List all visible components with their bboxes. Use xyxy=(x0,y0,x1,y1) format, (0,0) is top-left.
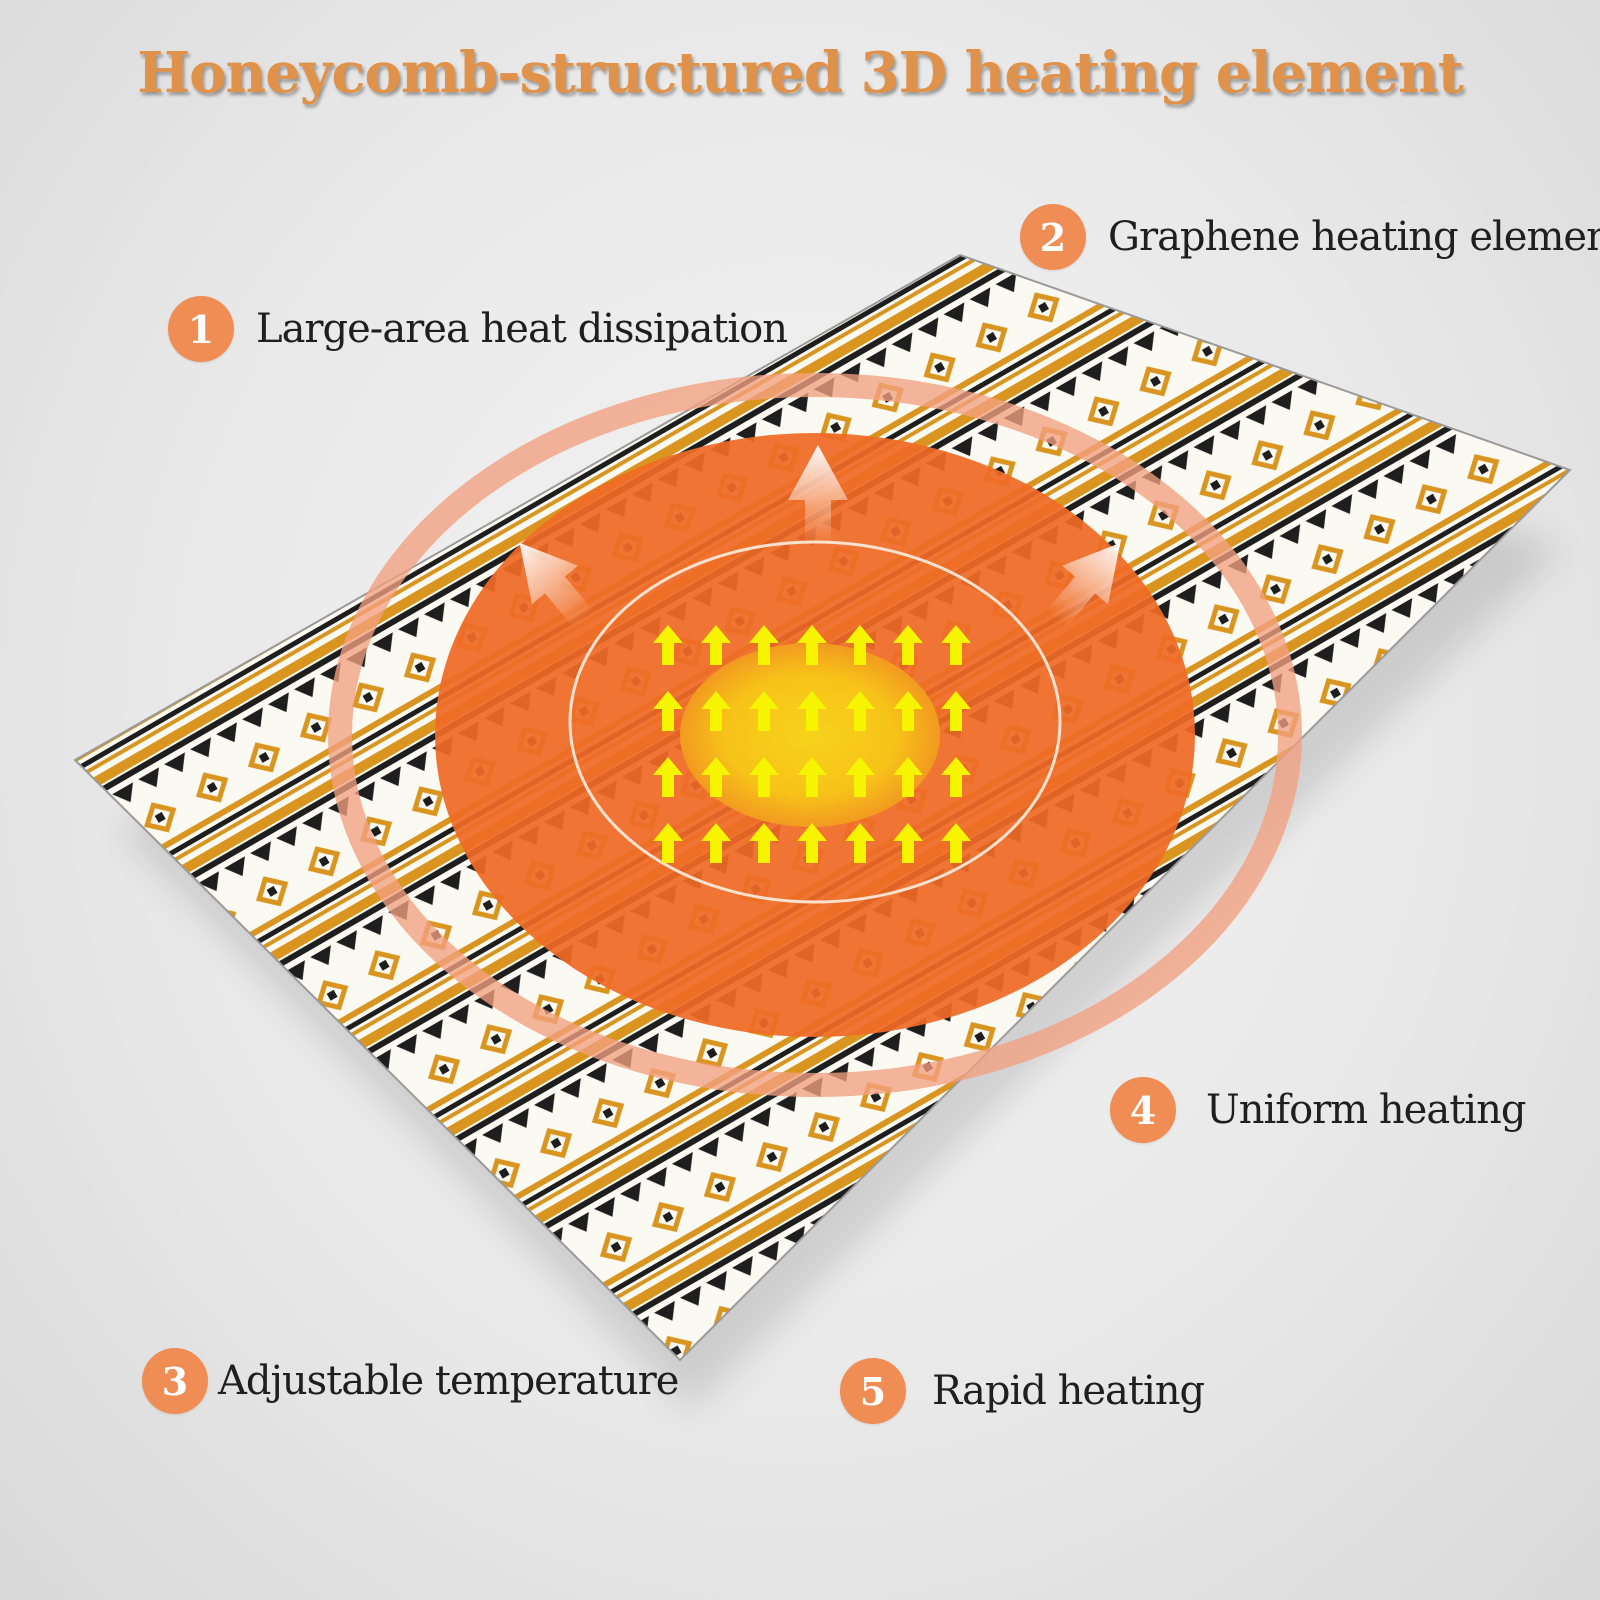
feature-label: Uniform heating xyxy=(1206,1087,1526,1133)
heat-arrow-up-icon xyxy=(941,625,971,665)
heat-arrow-up-icon xyxy=(893,757,923,797)
heat-arrow-up-icon xyxy=(701,823,731,863)
heat-arrow-up-icon xyxy=(893,625,923,665)
heat-arrow-up-icon xyxy=(845,691,875,731)
feature-1: 1 Large-area heat dissipation xyxy=(168,296,788,362)
heat-arrow-up-icon xyxy=(701,757,731,797)
feature-4: 4 Uniform heating xyxy=(1110,1077,1526,1143)
heat-arrow-up-icon xyxy=(845,625,875,665)
heat-arrow-up-icon xyxy=(653,691,683,731)
feature-5: 5 Rapid heating xyxy=(840,1358,1205,1424)
heat-arrow-up-icon xyxy=(749,691,779,731)
heat-arrow-up-icon xyxy=(701,691,731,731)
heat-arrow-up-icon xyxy=(845,757,875,797)
heat-arrow-up-icon xyxy=(797,823,827,863)
heat-arrow-up-icon xyxy=(749,823,779,863)
heat-arrow-up-icon xyxy=(941,757,971,797)
heat-arrow-grid xyxy=(653,625,971,863)
feature-label: Large-area heat dissipation xyxy=(256,306,788,352)
feature-number-badge: 5 xyxy=(840,1358,906,1424)
page-title: Honeycomb-structured 3D heating element xyxy=(137,40,1463,106)
feature-number-badge: 4 xyxy=(1110,1077,1176,1143)
feature-label: Rapid heating xyxy=(932,1368,1205,1414)
heat-zone-core xyxy=(680,643,940,827)
heat-arrow-up-icon xyxy=(941,823,971,863)
heat-arrow-up-icon xyxy=(749,625,779,665)
heat-arrow-up-icon xyxy=(701,625,731,665)
heat-arrow-up-icon xyxy=(797,691,827,731)
heat-arrow-up-icon xyxy=(893,691,923,731)
heat-arrow-up-icon xyxy=(653,625,683,665)
heat-arrow-up-icon xyxy=(653,823,683,863)
feature-2: 2 Graphene heating element xyxy=(1020,204,1600,270)
heat-arrow-up-icon xyxy=(797,625,827,665)
heat-arrow-up-icon xyxy=(749,757,779,797)
heat-arrow-up-icon xyxy=(941,691,971,731)
feature-number-badge: 2 xyxy=(1020,204,1086,270)
heat-arrow-up-icon xyxy=(653,757,683,797)
heat-arrow-up-icon xyxy=(797,757,827,797)
feature-number-badge: 1 xyxy=(168,296,234,362)
feature-3: 3 Adjustable temperature xyxy=(142,1348,679,1414)
heat-flow-arrows xyxy=(519,445,1121,628)
feature-label: Graphene heating element xyxy=(1108,214,1600,260)
heat-arrow-up-icon xyxy=(845,823,875,863)
heat-ring-swirl xyxy=(328,373,1302,1097)
heat-arrow-up-icon xyxy=(893,823,923,863)
feature-label: Adjustable temperature xyxy=(218,1358,679,1404)
feature-number-badge: 3 xyxy=(142,1348,208,1414)
